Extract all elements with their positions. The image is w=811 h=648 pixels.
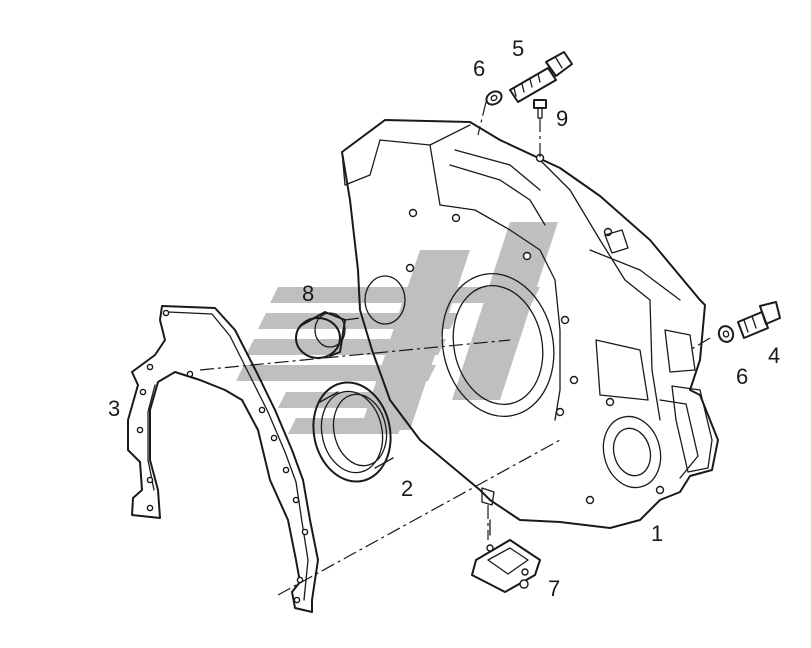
flywheel-housing <box>341 119 719 529</box>
callout-8: 8 <box>302 281 314 306</box>
washer-top <box>485 90 503 106</box>
callout-2: 2 <box>401 476 413 501</box>
callout-7: 7 <box>548 576 560 601</box>
callout-6-top: 6 <box>473 56 485 81</box>
gasket <box>127 305 319 613</box>
washer-right <box>717 325 735 343</box>
callout-9: 9 <box>556 106 568 131</box>
oil-seal <box>312 381 394 483</box>
callout-4: 4 <box>768 343 780 368</box>
callout-6-right: 6 <box>736 364 748 389</box>
leader-lines <box>199 101 711 596</box>
callout-labels: 1 2 3 4 5 6 6 7 8 9 <box>108 36 780 601</box>
bolt-top <box>509 51 573 103</box>
watermark-logo <box>236 222 558 434</box>
callout-5: 5 <box>512 36 524 61</box>
bolt-right <box>737 301 781 339</box>
cover-plate <box>471 539 541 593</box>
small-bolt <box>533 99 547 119</box>
callout-3: 3 <box>108 396 120 421</box>
callout-1: 1 <box>651 521 663 546</box>
